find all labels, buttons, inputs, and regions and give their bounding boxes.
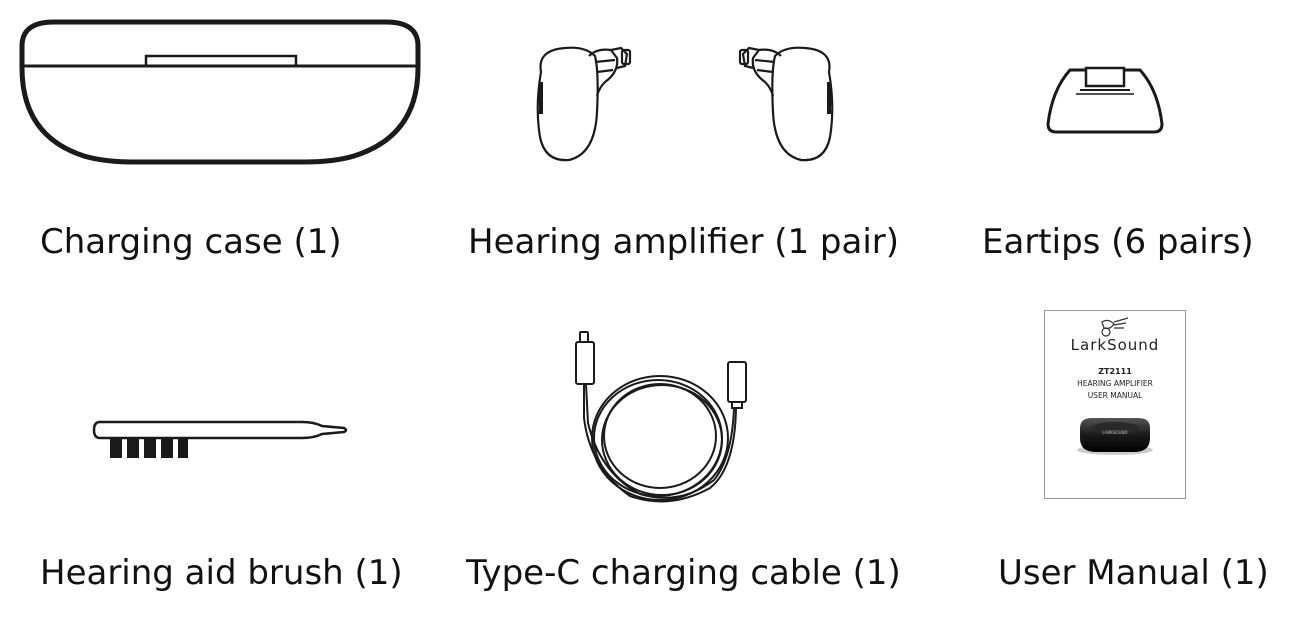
caption-cable: Type-C charging cable (1) [466, 553, 901, 593]
hearing-amplifier-icon [525, 42, 845, 167]
cable-icon [560, 328, 760, 510]
caption-user-manual: User Manual (1) [998, 553, 1269, 593]
manual-brand: LarkSound [1071, 336, 1160, 354]
caption-hearing-amplifier: Hearing amplifier (1 pair) [468, 222, 900, 262]
caption-charging-case: Charging case (1) [40, 222, 342, 262]
manual-case-brand: LARKSOUND [1102, 430, 1127, 435]
user-manual-icon: LarkSound ZT2111 HEARING AMPLIFIER USER … [1044, 310, 1186, 499]
caption-eartips: Eartips (6 pairs) [982, 222, 1254, 262]
eartip-icon [1040, 60, 1170, 140]
manual-subtitle: USER MANUAL [1088, 391, 1143, 400]
caption-brush: Hearing aid brush (1) [40, 553, 403, 593]
brush-icon [92, 418, 350, 462]
manual-model: ZT2111 [1098, 367, 1132, 376]
charging-case-icon [14, 16, 426, 166]
manual-title: HEARING AMPLIFIER [1077, 379, 1153, 388]
